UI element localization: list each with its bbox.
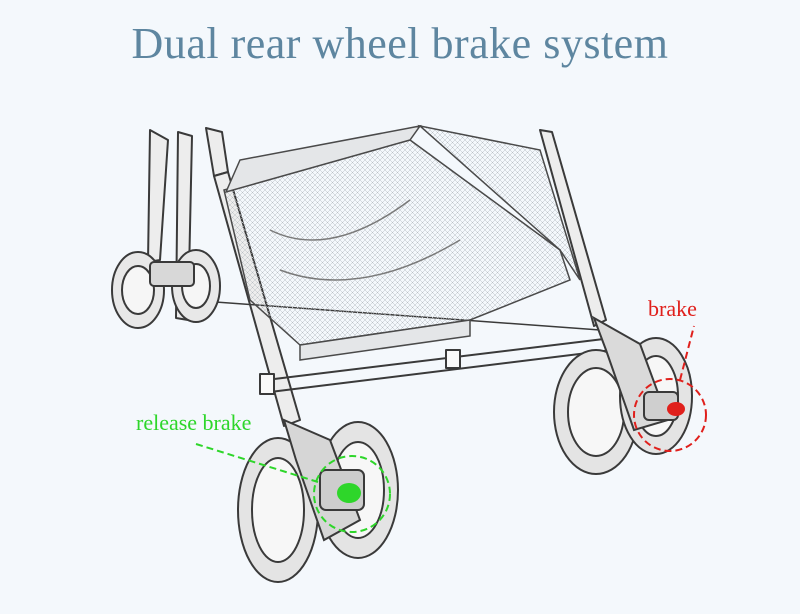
rear-wheel-right xyxy=(553,315,693,475)
brake-label: brake xyxy=(648,296,697,321)
release-brake-callout xyxy=(195,443,391,533)
page-title: Dual rear wheel brake system xyxy=(131,19,669,68)
rear-wheel-left xyxy=(237,418,399,583)
brake-pedal-marker xyxy=(667,402,685,416)
release-pedal-marker xyxy=(337,483,361,503)
back-wheel-left xyxy=(111,249,221,329)
stroller-basket xyxy=(223,124,581,361)
brake-callout xyxy=(633,325,707,452)
release-brake-label: release brake xyxy=(136,410,252,435)
stroller-frame xyxy=(147,127,613,427)
